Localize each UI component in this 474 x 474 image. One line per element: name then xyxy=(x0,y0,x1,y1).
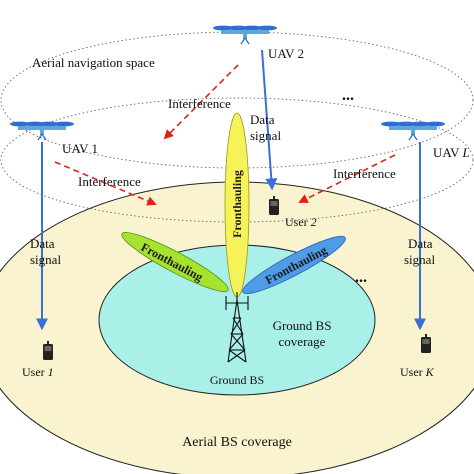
user-k-label: User K xyxy=(400,365,435,379)
ground-bs-coverage-label-1: Ground BS xyxy=(273,318,332,333)
fronthauling-beam-right xyxy=(242,235,346,295)
fronthauling-beam-left xyxy=(121,232,229,292)
data-signal-label-uav2-data: Data xyxy=(250,112,275,127)
fronthauling-label-center: Fronthauling xyxy=(230,170,244,238)
tower-icon xyxy=(225,292,249,363)
ellipsis-uav: ... xyxy=(342,87,354,104)
interference-arrow-uav1 xyxy=(54,161,157,206)
data-signal-label-uav2-signal: signal xyxy=(250,128,281,143)
interference-label-right: Interference xyxy=(333,166,396,181)
uav-l-icon xyxy=(380,120,446,141)
ground-bs-coverage-label-2: coverage xyxy=(279,334,326,349)
aerial-navigation-space-label: Aerial navigation space xyxy=(32,55,155,70)
data-signal-label-uavl-data: Data xyxy=(408,236,433,251)
uav-1-label: UAV 1 xyxy=(62,141,98,156)
data-signal-arrow-uav2 xyxy=(261,49,278,191)
data-signal-label-uavl-signal: signal xyxy=(404,252,435,267)
interference-label-top: Interference xyxy=(168,96,231,111)
interference-label-left: Interference xyxy=(78,174,141,189)
interference-arrow-uavl xyxy=(298,154,396,203)
uav-2-icon xyxy=(212,24,278,45)
uav-l-label: UAV L xyxy=(433,145,470,160)
aerial-navigation-space-lower xyxy=(0,97,474,223)
data-signal-label-uav1-signal: signal xyxy=(30,252,61,267)
ellipsis-users: ... xyxy=(355,269,367,286)
uav-2-label: UAV 2 xyxy=(268,46,304,61)
uav-1-icon xyxy=(9,120,75,141)
user-1-label: User 1 xyxy=(22,365,54,379)
aerial-bs-coverage-label: Aerial BS coverage xyxy=(182,435,292,450)
user-2-label: User 2 xyxy=(285,215,317,229)
interference-arrow-uav2 xyxy=(163,64,239,140)
ground-bs-label: Ground BS xyxy=(210,373,264,387)
data-signal-label-uav1-data: Data xyxy=(30,236,55,251)
